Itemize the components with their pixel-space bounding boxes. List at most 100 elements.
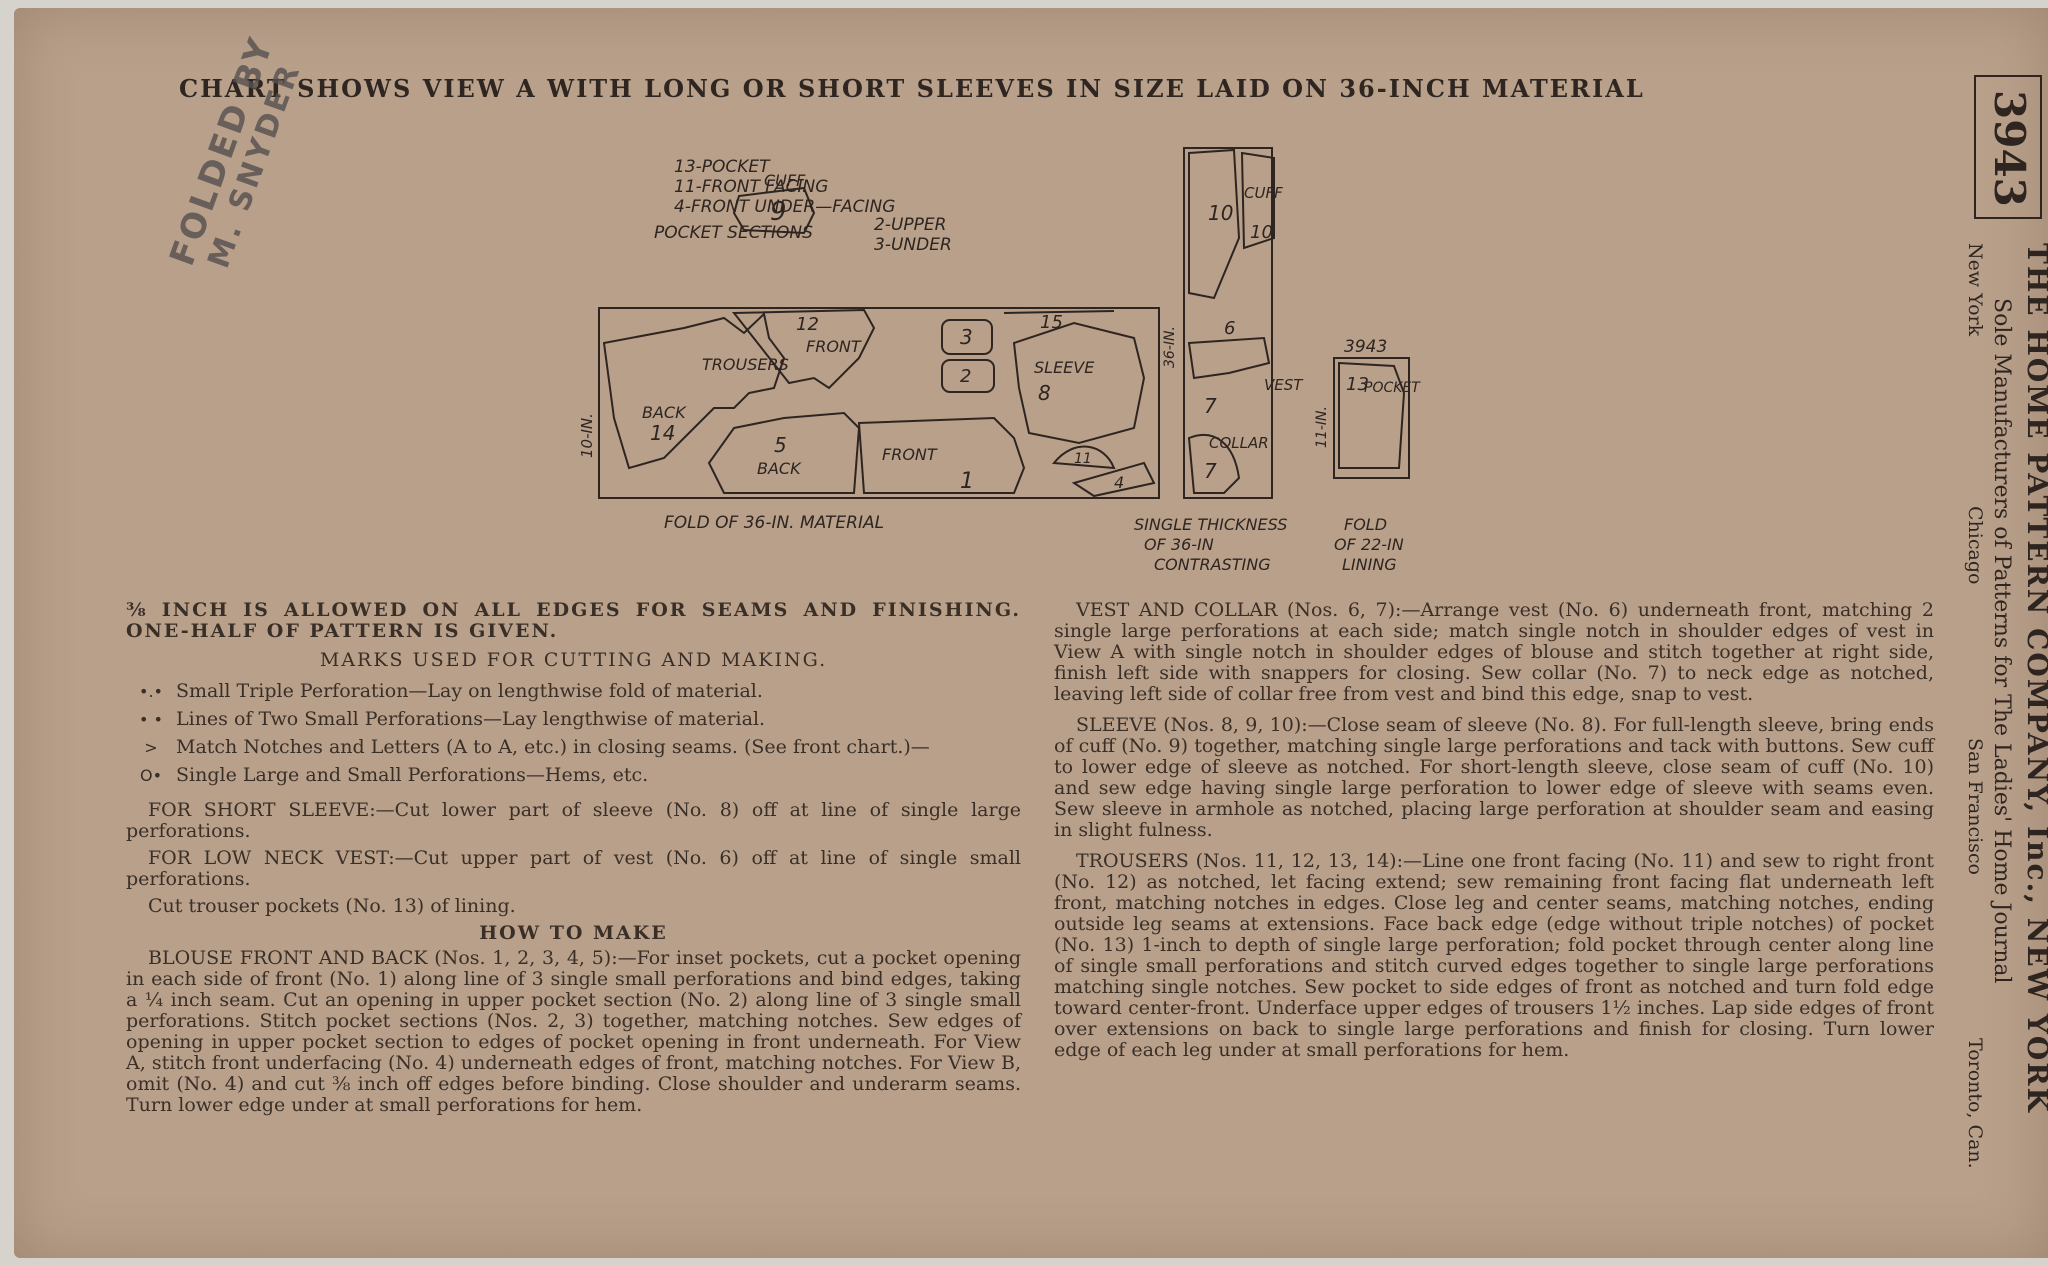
mark-row: •.• Small Triple Perforation—Lay on leng…	[126, 681, 1021, 702]
piece-11	[1052, 445, 1116, 470]
label-36in: 36-IN.	[1162, 326, 1178, 368]
blouse-instructions: BLOUSE FRONT AND BACK (Nos. 1, 2, 3, 4, …	[126, 947, 1021, 1116]
mark-row: • • Lines of Two Small Perforations—Lay …	[126, 709, 1021, 730]
trousers-instructions: TROUSERS (Nos. 11, 12, 13, 14):—Line one…	[1054, 850, 1934, 1061]
mark-text: Small Triple Perforation—Lay on lengthwi…	[176, 680, 763, 702]
contrast-caption-1: SINGLE THICKNESS	[1134, 515, 1287, 534]
num-10b: 10	[1250, 222, 1273, 243]
piece-10b	[1240, 151, 1275, 250]
contrast-caption-3: CONTRASTING	[1154, 555, 1271, 574]
cuff-number: 9	[770, 197, 787, 227]
triple-perforation-icon: •.•	[139, 682, 163, 701]
contrast-layout-box	[1183, 147, 1273, 499]
label-front-1: FRONT	[882, 445, 938, 464]
label-pocket: POCKET	[1364, 380, 1421, 396]
pattern-number: 3943	[1985, 90, 2034, 207]
num-piece-3: 3	[960, 325, 973, 349]
piece-3	[941, 319, 993, 355]
label-collar: COLLAR	[1209, 434, 1269, 452]
label-back-14: BACK	[642, 403, 687, 422]
sleeve-instructions: SLEEVE (Nos. 8, 9, 10):—Close seam of sl…	[1054, 714, 1934, 841]
short-sleeve-note: FOR SHORT SLEEVE:—Cut lower part of slee…	[126, 799, 1021, 842]
piece-10a	[1188, 148, 1241, 300]
num-sleeve: 8	[1038, 381, 1051, 405]
pattern-number-box	[1974, 75, 2042, 219]
piece-4	[1071, 461, 1156, 498]
label-front-12: FRONT	[806, 337, 862, 356]
city-chicago: Chicago	[1964, 506, 1986, 585]
city-toronto: Toronto, Can.	[1964, 1038, 1986, 1169]
mark-row: O• Single Large and Small Perforations—H…	[126, 765, 1021, 786]
main-layout-box	[598, 307, 1160, 499]
num-7: 7	[1204, 394, 1217, 418]
right-instructions: VEST AND COLLAR (Nos. 6, 7):—Arrange ves…	[1054, 600, 1934, 1067]
mark-text: Match Notches and Letters (A to A, etc.)…	[176, 736, 930, 758]
city-san-francisco: San Francisco	[1964, 738, 1986, 875]
label-back-5: BACK	[757, 459, 802, 478]
two-perforations-icon: • •	[139, 710, 163, 729]
left-instructions: ⅜ INCH IS ALLOWED ON ALL EDGES FOR SEAMS…	[126, 600, 1021, 1122]
legend-5: 2-UPPER	[874, 215, 946, 235]
piece-2	[941, 359, 995, 393]
num-front-12: 12	[796, 314, 819, 335]
pattern-envelope: CHART SHOWS VIEW A WITH LONG OR SHORT SL…	[14, 8, 2048, 1258]
label-11in: 11-IN.	[1314, 406, 1330, 448]
company-name: THE HOME PATTERN COMPANY, Inc., NEW YORK	[2021, 243, 2048, 1114]
legend-3: 4-FRONT UNDER—FACING	[674, 197, 895, 217]
num-back-5: 5	[774, 433, 787, 457]
piece-back-14	[602, 312, 786, 470]
mark-row: > Match Notches and Letters (A to A, etc…	[126, 737, 1021, 758]
legend-2: 11-FRONT FACING	[674, 177, 828, 197]
cuff-label: CUFF	[764, 171, 806, 190]
legend-6: 3-UNDER	[874, 235, 952, 255]
low-neck-note: FOR LOW NECK VEST:—Cut upper part of ves…	[126, 847, 1021, 890]
num-4: 4	[1114, 473, 1124, 492]
num-10a: 10	[1208, 201, 1233, 225]
num-6: 6	[1224, 318, 1235, 339]
num-piece-2: 2	[960, 366, 971, 387]
label-10in: 10-IN.	[578, 413, 596, 458]
marks-title: MARKS USED FOR CUTTING AND MAKING.	[319, 649, 828, 671]
num-11: 11	[1074, 451, 1092, 467]
trouser-pockets-note: Cut trouser pockets (No. 13) of lining.	[148, 895, 516, 917]
lining-caption-3: LINING	[1342, 555, 1397, 574]
num-15: 15	[1040, 312, 1063, 333]
legend-4: POCKET SECTIONS	[654, 223, 813, 243]
headline: CHART SHOWS VIEW A WITH LONG OR SHORT SL…	[179, 74, 1645, 103]
lining-layout-box	[1333, 357, 1410, 479]
label-cuff-b: CUFF	[1244, 184, 1283, 202]
piece-front-12	[731, 308, 876, 390]
contrast-caption-2: OF 36-IN	[1144, 535, 1214, 554]
piece-back-5	[707, 411, 861, 494]
label-vest: VEST	[1264, 376, 1304, 394]
lining-number: 3943	[1344, 337, 1387, 357]
caption-main: FOLD OF 36-IN. MATERIAL	[664, 513, 884, 533]
large-small-perforation-icon: O•	[139, 766, 163, 785]
num-7b: 7	[1204, 459, 1217, 483]
company-subtitle: Sole Manufacturers of Patterns for The L…	[1989, 298, 2014, 984]
lining-caption-1: FOLD	[1344, 515, 1387, 534]
how-to-make-heading: HOW TO MAKE	[479, 922, 668, 944]
piece-cuff-9	[732, 186, 816, 235]
lining-caption-2: OF 22-IN	[1334, 535, 1404, 554]
piece-front-1	[857, 416, 1026, 494]
piece-15	[1003, 310, 1115, 314]
piece-pocket-13	[1338, 361, 1406, 469]
folded-by-stamp: FOLDED BY M. SNYDER	[162, 31, 314, 283]
label-sleeve: SLEEVE	[1034, 358, 1095, 377]
num-back-14: 14	[650, 421, 675, 445]
legend-1: 13-POCKET	[674, 157, 771, 177]
allowance-note: ⅜ INCH IS ALLOWED ON ALL EDGES FOR SEAMS…	[126, 599, 1021, 642]
notch-icon: >	[144, 738, 158, 757]
label-trousers: TROUSERS	[702, 355, 789, 374]
vest-collar-instructions: VEST AND COLLAR (Nos. 6, 7):—Arrange ves…	[1054, 599, 1934, 705]
num-13: 13	[1346, 374, 1369, 395]
mark-text: Lines of Two Small Perforations—Lay leng…	[176, 708, 766, 730]
piece-7	[1187, 433, 1241, 494]
city-new-york: New York	[1964, 243, 1986, 337]
piece-sleeve-8	[1012, 321, 1146, 445]
piece-6	[1187, 336, 1271, 380]
cutting-diagram: 13-POCKET 11-FRONT FACING 4-FRONT UNDER—…	[578, 147, 1421, 574]
mark-text: Single Large and Small Perforations—Hems…	[176, 764, 649, 786]
num-front-1: 1	[960, 469, 974, 494]
